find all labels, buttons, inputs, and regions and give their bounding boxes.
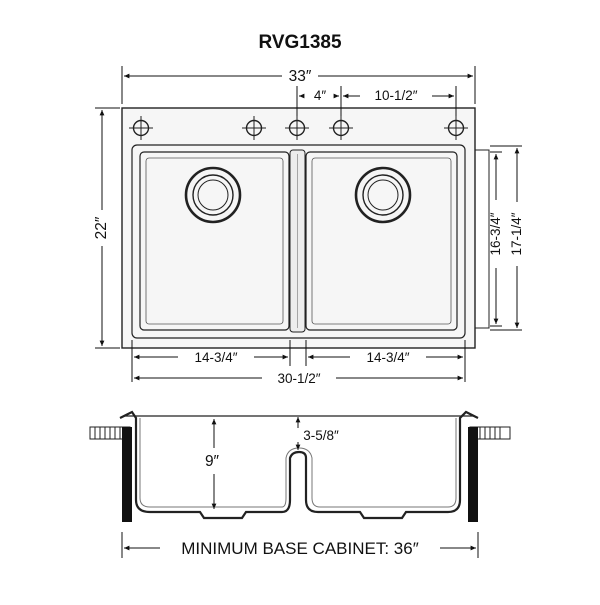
faucet-hole-icon <box>444 116 468 140</box>
left-cabinet-wall <box>122 427 132 522</box>
side-lip <box>474 149 490 329</box>
right-bowl-inner <box>311 157 452 325</box>
sink-profile-outer <box>119 410 479 520</box>
left-bowl-inner <box>145 157 284 325</box>
sink-profile-inner <box>139 418 457 508</box>
faucet-hole-icon <box>242 116 266 140</box>
left-bowl-width-label: 14-3/4″ <box>194 350 237 365</box>
bowl-height-label: 9″ <box>205 453 220 470</box>
faucet-hole-icon <box>329 116 353 140</box>
bowl-rim <box>131 144 466 339</box>
bowl-depth-outer-label: 17-1/4″ <box>509 212 524 255</box>
base-cabinet-label: MINIMUM BASE CABINET: 36″ <box>181 539 418 558</box>
right-bowl-width-label: 14-3/4″ <box>366 350 409 365</box>
left-drain-icon <box>184 166 242 224</box>
overall-depth-label: 22″ <box>93 216 110 239</box>
interior-width-label: 30-1/2″ <box>277 371 320 386</box>
right-bowl <box>305 151 458 331</box>
side-profile <box>89 410 511 558</box>
faucet-holes <box>129 116 468 140</box>
faucet-hole-icon <box>129 116 153 140</box>
divider-height-label: 3-5/8″ <box>303 428 339 443</box>
overall-width-label: 33″ <box>289 68 312 85</box>
hole-offset-label: 10-1/2″ <box>374 88 417 103</box>
faucet-spacing-label: 4″ <box>314 88 327 103</box>
top-view <box>121 107 490 349</box>
faucet-hole-icon <box>285 116 309 140</box>
bowl-depth-inner-label: 16-3/4″ <box>488 212 503 255</box>
model-title: RVG1385 <box>258 32 342 53</box>
left-bowl <box>139 151 290 331</box>
right-drain-icon <box>354 166 412 224</box>
top-dimensions <box>95 66 522 382</box>
right-cabinet-wall <box>468 427 478 522</box>
